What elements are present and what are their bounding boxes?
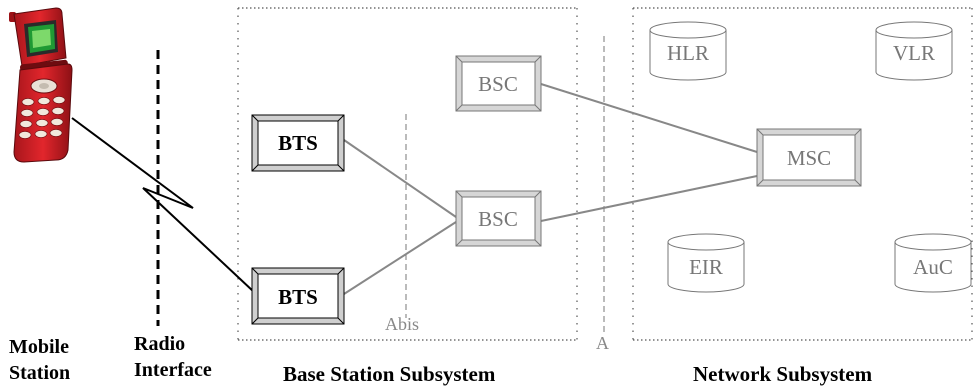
abis-interface-label: Abis <box>385 314 419 334</box>
link-bts-top-bsc-bottom <box>343 139 457 218</box>
network-subsystem-label: Network Subsystem <box>693 362 873 386</box>
mobile-station-label-line2: Station <box>9 362 70 384</box>
radio-interface-label-line1: Radio <box>134 333 185 355</box>
bts-top-label: BTS <box>278 131 318 155</box>
hlr-database: HLR <box>649 21 727 81</box>
msc-node: MSC <box>756 128 862 187</box>
bsc-bottom-label: BSC <box>478 207 518 231</box>
bts-top-node: BTS <box>251 114 345 172</box>
link-bsc-bottom-msc <box>540 175 758 222</box>
bsc-top-node: BSC <box>455 55 542 112</box>
mobile-phone-icon <box>9 7 73 163</box>
bts-bottom-node: BTS <box>251 267 345 325</box>
vlr-database: VLR <box>875 21 953 81</box>
bsc-bottom-node: BSC <box>455 190 542 247</box>
bsc-top-label: BSC <box>478 72 518 96</box>
link-bts-bottom-bsc-bottom <box>343 221 457 295</box>
eir-label: EIR <box>689 255 723 279</box>
hlr-label: HLR <box>667 41 709 65</box>
msc-label: MSC <box>787 146 831 170</box>
radio-link <box>71 117 255 293</box>
network-subsystem-border <box>632 7 973 341</box>
auc-database: AuC <box>894 233 972 293</box>
a-interface-label: A <box>596 333 609 353</box>
mobile-station-label-line1: Mobile <box>9 336 69 358</box>
vlr-label: VLR <box>893 41 935 65</box>
connection-lines <box>343 83 758 295</box>
link-bsc-top-msc <box>540 83 758 153</box>
radio-interface-label-line2: Interface <box>134 359 212 381</box>
auc-label: AuC <box>913 255 953 279</box>
base-station-subsystem-border <box>237 7 578 341</box>
bts-bottom-label: BTS <box>278 285 318 309</box>
base-station-subsystem-label: Base Station Subsystem <box>283 362 496 386</box>
eir-database: EIR <box>667 233 745 293</box>
